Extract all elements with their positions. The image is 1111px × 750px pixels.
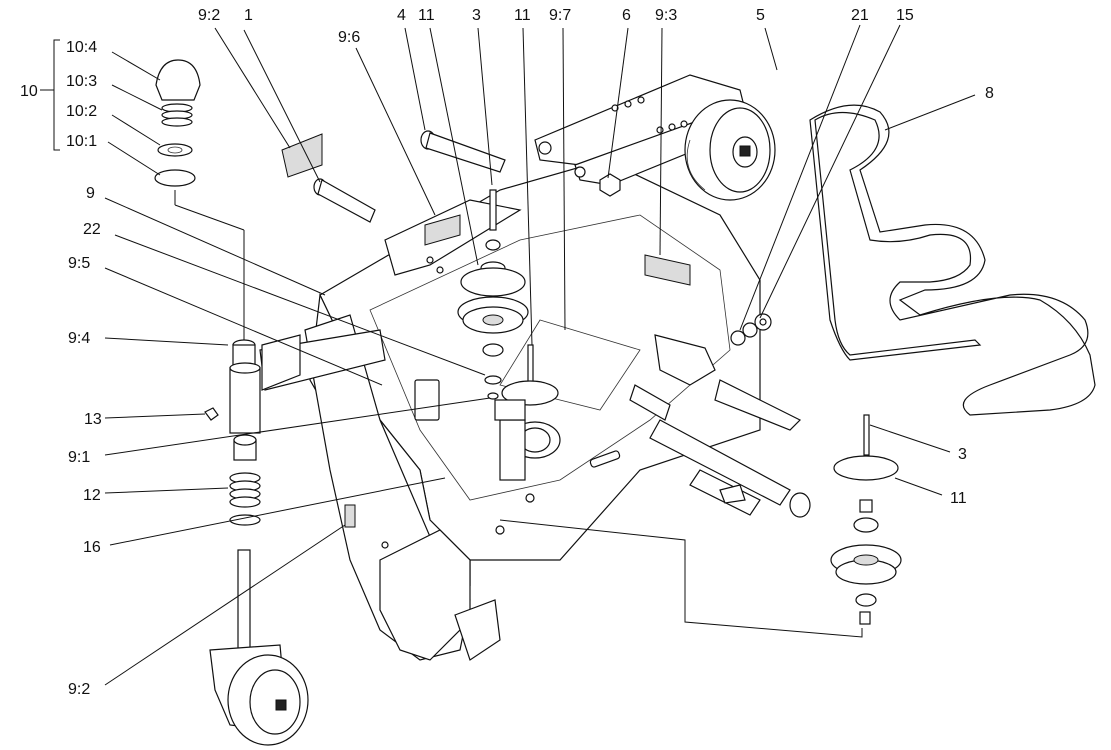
label-3-b: 3 [958,446,967,463]
label-9: 9 [86,185,95,202]
label-1: 1 [244,7,253,24]
label-9-5: 9:5 [68,255,90,272]
label-22: 22 [83,221,101,238]
label-15: 15 [896,7,914,24]
label-16: 16 [83,539,101,556]
label-8: 8 [985,85,994,102]
label-9-7: 9:7 [549,7,571,24]
label-11-a: 11 [418,7,435,24]
label-3-a: 3 [472,7,481,24]
label-5: 5 [756,7,765,24]
leader-lines [40,24,976,686]
label-10-4: 10:4 [66,39,97,56]
deck-frame [259,159,802,661]
label-13: 13 [84,411,102,428]
label-12: 12 [83,487,101,504]
label-9-2-top: 9:2 [198,7,220,24]
label-11-b: 11 [514,7,531,24]
washers-21-15 [730,313,772,346]
label-9-4: 9:4 [68,330,90,347]
label-10-1: 10:1 [66,133,97,150]
left-caster-stack [154,59,309,746]
label-9-6: 9:6 [338,29,360,46]
label-9-3: 9:3 [655,7,677,24]
label-21: 21 [851,7,869,24]
label-10-3: 10:3 [66,73,97,90]
right-spindle-stack [499,414,902,638]
callout-labels: 10:4 10:3 10:2 10:1 10 9:2 1 9:6 4 11 3 … [20,7,994,698]
caster-arm-assembly [534,74,776,201]
center-spindle-pulley [457,189,561,481]
label-10: 10 [20,83,38,100]
drive-belt [809,104,1096,416]
label-4: 4 [397,7,406,24]
label-9-2-bottom: 9:2 [68,681,90,698]
label-11-c: 11 [950,490,967,507]
label-6: 6 [622,7,631,24]
label-10-2: 10:2 [66,103,97,120]
cylinder-assembly [629,334,811,518]
label-9-1: 9:1 [68,449,90,466]
